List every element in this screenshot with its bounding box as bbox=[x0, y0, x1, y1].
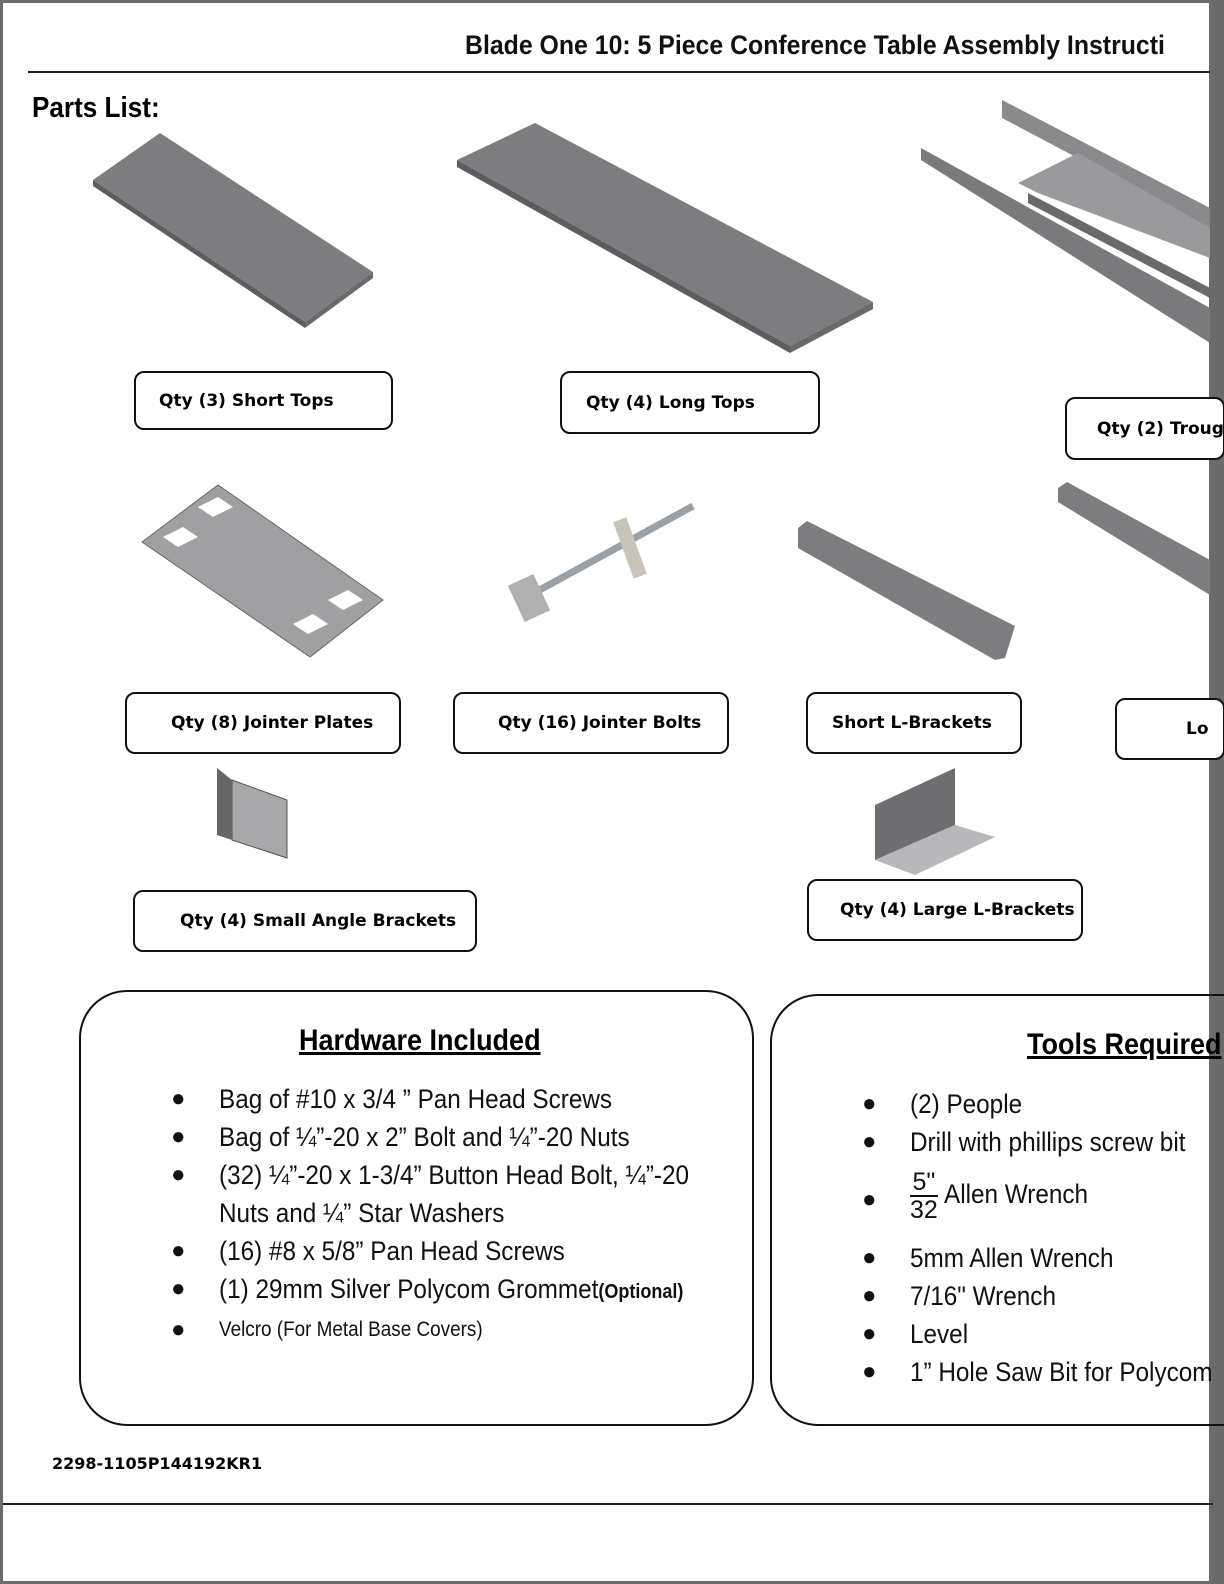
trough-icon bbox=[921, 100, 1210, 343]
long-l-bracket-icon bbox=[1058, 482, 1210, 595]
fraction-5-32: 5"32 bbox=[910, 1167, 938, 1224]
large-l-bracket-icon bbox=[875, 768, 995, 875]
jointer-bolt-icon bbox=[507, 502, 695, 623]
header-rule bbox=[28, 71, 1210, 73]
tools-heading: Tools Required bbox=[1027, 1028, 1222, 1061]
tool-item: ●(2) People bbox=[862, 1089, 1023, 1119]
part-label-long-tops: Qty (4) Long Tops bbox=[560, 371, 820, 434]
part-label-short-l-brackets: Short L-Brackets bbox=[806, 692, 1022, 754]
tool-item: ●Drill with phillips screw bit bbox=[862, 1127, 1186, 1157]
part-label-long-l-brackets: Lo bbox=[1115, 698, 1224, 760]
footer-rule bbox=[3, 1503, 1213, 1505]
part-label-troughs: Qty (2) Troug bbox=[1065, 397, 1224, 460]
hardware-item: ●Bag of ¼”-20 x 2” Bolt and ¼”-20 Nuts bbox=[171, 1122, 630, 1152]
tool-item: ●7/16" Wrench bbox=[862, 1281, 1056, 1311]
hardware-list: ●Bag of #10 x 3/4 ” Pan Head Screws ●Bag… bbox=[171, 1080, 741, 1349]
part-label-short-tops: Qty (3) Short Tops bbox=[134, 371, 393, 430]
part-label-large-l-brackets: Qty (4) Large L-Brackets bbox=[807, 879, 1083, 941]
short-l-bracket-icon bbox=[798, 521, 1015, 660]
document-title: Blade One 10: 5 Piece Conference Table A… bbox=[465, 30, 1165, 60]
document-code: 2298-1105P144192KR1 bbox=[52, 1454, 263, 1473]
hardware-heading: Hardware Included bbox=[299, 1024, 541, 1057]
hardware-item: ●(32) ¼”-20 x 1-3/4” Button Head Bolt, ¼… bbox=[171, 1160, 690, 1190]
part-label-jointer-plates: Qty (8) Jointer Plates bbox=[125, 692, 401, 754]
hardware-item: ●(16) #8 x 5/8” Pan Head Screws bbox=[171, 1236, 565, 1266]
tools-list: ●(2) People ●Drill with phillips screw b… bbox=[862, 1085, 1224, 1391]
tool-item: ●1” Hole Saw Bit for Polycom bbox=[862, 1357, 1213, 1387]
hardware-item: ●Bag of #10 x 3/4 ” Pan Head Screws bbox=[171, 1084, 613, 1114]
hardware-item: ●Velcro (For Metal Base Covers) bbox=[171, 1316, 483, 1343]
jointer-plate-icon bbox=[141, 484, 384, 658]
parts-list-heading: Parts List: bbox=[32, 92, 160, 124]
short-top-icon bbox=[93, 133, 373, 328]
part-label-small-angle-brackets: Qty (4) Small Angle Brackets bbox=[133, 890, 477, 952]
hardware-item-continued: Nuts and ¼” Star Washers bbox=[219, 1198, 505, 1228]
part-label-jointer-bolts: Qty (16) Jointer Bolts bbox=[453, 692, 729, 754]
hardware-included-box: Hardware Included ●Bag of #10 x 3/4 ” Pa… bbox=[79, 990, 754, 1426]
tool-item: ●Level bbox=[862, 1319, 969, 1349]
hardware-item: ●(1) 29mm Silver Polycom Grommet(Optiona… bbox=[171, 1274, 684, 1304]
tool-item: ●5mm Allen Wrench bbox=[862, 1243, 1114, 1273]
long-top-icon bbox=[457, 123, 873, 353]
page-edge bbox=[1209, 0, 1224, 1584]
tools-required-box: Tools Required ●(2) People ●Drill with p… bbox=[770, 994, 1224, 1426]
small-angle-bracket-icon bbox=[217, 768, 288, 859]
